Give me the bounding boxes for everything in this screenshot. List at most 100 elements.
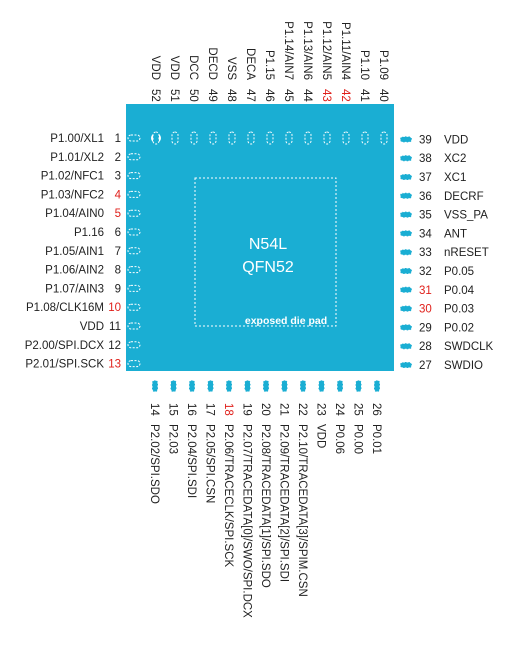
pad-pin-10 [127,303,141,311]
pad-pin-25 [355,379,362,393]
pin-label-30: P0.03 [444,304,474,316]
pin-number-46: 46 [263,89,275,102]
pad-pin-47 [247,131,255,145]
pad-pin-3 [127,172,141,180]
pin-label-48: VSS [225,57,237,80]
pin-label-17: P2.05/SPI.CSN [204,424,216,503]
pin-number-24: 24 [333,403,345,416]
pin-label-24: P0.06 [333,424,345,454]
pin-number-39: 39 [419,134,432,146]
pin-label-43: P1.12/AIN5 [320,21,332,80]
pin-label-4: P1.03/NFC2 [41,189,104,201]
pin-number-28: 28 [419,341,432,353]
pin-number-49: 49 [206,89,218,102]
pin-number-19: 19 [241,403,253,416]
pin-number-13: 13 [108,359,121,371]
pin-label-44: P1.13/AIN6 [301,21,313,80]
pin-number-18: 18 [222,403,234,416]
pad-pin-19 [244,379,251,393]
pin-number-40: 40 [377,89,389,102]
pin-label-40: P1.09 [377,50,389,80]
pin-number-11: 11 [109,321,121,333]
pin-label-37: XC1 [444,172,466,184]
pin-label-3: P1.02/NFC1 [41,171,104,183]
pins-layer: 1P1.00/XL12P1.01/XL23P1.02/NFC14P1.03/NF… [25,21,494,618]
pin-label-14: P2.02/SPI.SDO [148,424,160,504]
pin-label-6: P1.16 [74,227,104,239]
pin-label-39: VDD [444,134,468,146]
pin-label-21: P2.09/TRACEDATA[2]/SPI.SDI [278,424,290,582]
pin-label-42: P1.11/AIN4 [339,22,351,81]
pin-label-16: P2.04/SPI.SDI [185,424,197,498]
pin-number-22: 22 [296,403,308,416]
pad-pin-30 [399,305,413,313]
pin-label-28: SWDCLK [444,341,494,353]
pad-pin-32 [399,267,413,275]
pin-label-19: P2.07/TRACEDATA[0]/SWO/SPI.DCX [241,424,253,618]
pin-label-1: P1.00/XL1 [50,133,104,145]
pin-label-52: VDD [149,56,161,80]
pin-number-16: 16 [185,403,197,416]
pad-pin-46 [266,131,274,145]
exposed-die-pad [194,177,337,327]
pin-label-32: P0.05 [444,266,474,278]
pin-label-25: P0.00 [352,424,364,454]
chip-package: QFN52 [242,259,294,276]
pin-label-20: P2.08/TRACEDATA[1]/SPI.SDO [259,424,271,588]
pin-label-33: nRESET [444,247,489,259]
pin-label-22: P2.10/TRACEDATA[3]/SPIM.CSN [296,424,308,597]
pad-pin-50 [190,131,198,145]
pad-pin-1 [127,134,141,142]
pin-number-26: 26 [370,403,382,416]
pin-number-20: 20 [259,403,271,416]
pad-pin-24 [336,379,344,393]
pad-pin-36 [399,192,413,200]
pin-label-35: VSS_PA [444,210,488,222]
pad-pin-40 [380,131,388,145]
pin-label-2: P1.01/XL2 [50,152,104,164]
pin-number-41: 41 [358,89,370,102]
pad-pin-7 [127,247,141,255]
pin-number-8: 8 [115,265,121,277]
pin-number-15: 15 [167,403,179,416]
pin-number-50: 50 [187,89,199,102]
pin-number-9: 9 [115,283,121,295]
pin-label-50: DCC [187,55,199,80]
pin-number-29: 29 [419,322,432,334]
pin-number-47: 47 [244,89,256,102]
pin-label-15: P2.03 [167,424,179,454]
pin-number-4: 4 [115,189,122,201]
pad-pin-44 [304,131,312,145]
pin-number-42: 42 [339,89,351,102]
pin-number-5: 5 [115,208,121,220]
pad-pin-26 [373,379,381,393]
pad-pin-20 [262,379,270,393]
pad-pin-4 [127,190,141,198]
pin-label-26: P0.01 [370,424,382,454]
pad-pin-37 [399,173,413,181]
pin-label-11: VDD [80,321,104,333]
pin-number-32: 32 [419,266,432,278]
pad-pin-8 [127,266,141,274]
pad-pin-35 [399,211,413,219]
pad-pin-5 [127,209,141,217]
pad-pin-41 [361,131,369,145]
pin-number-38: 38 [419,153,432,165]
pin-number-7: 7 [115,246,121,258]
pad-pin-43 [323,131,331,145]
pin-number-25: 25 [352,403,364,416]
pin-label-45: P1.14/AIN7 [282,21,294,80]
pin-label-23: VDD [315,424,327,448]
pin-number-6: 6 [115,227,121,239]
pin-number-51: 51 [168,89,180,102]
pin-number-44: 44 [301,89,313,102]
pin-label-18: P2.06/TRACECLK/SPI.SCK [222,424,234,567]
pad-pin-21 [281,379,288,393]
pin-label-31: P0.04 [444,285,475,297]
pad-pin-33 [399,248,413,256]
pin-number-23: 23 [315,403,327,416]
pad-pin-2 [127,153,141,161]
pin-number-37: 37 [419,172,432,184]
